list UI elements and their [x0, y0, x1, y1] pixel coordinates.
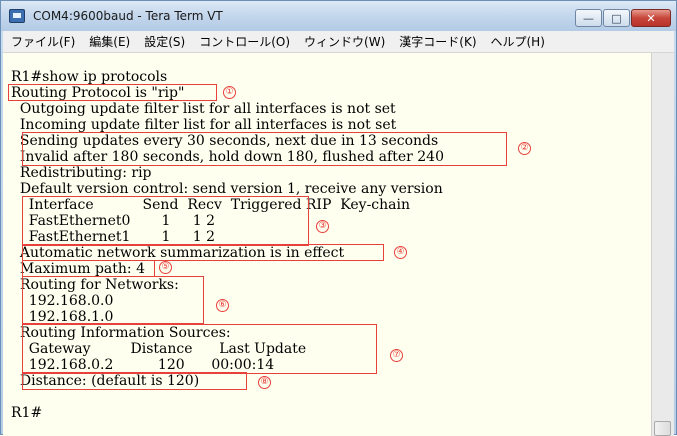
terminal-line: Routing Information Sources: [11, 325, 231, 341]
close-button[interactable]: ✕ [631, 9, 671, 27]
annotation-1: ① [223, 86, 236, 99]
terminal-line: Redistributing: rip [11, 165, 152, 181]
annotation-2: ② [518, 142, 531, 155]
window-title: COM4:9600baud - Tera Term VT [33, 9, 223, 23]
menu-control[interactable]: コントロール(O) [199, 35, 291, 49]
terminal-line: Routing for Networks: [11, 277, 179, 293]
menu-window[interactable]: ウィンドウ(W) [304, 35, 386, 49]
annotation-6: ⑥ [216, 299, 229, 312]
menu-kanji-code[interactable]: 漢字コード(K) [399, 35, 477, 49]
title-bar[interactable]: COM4:9600baud - Tera Term VT — □ ✕ [1, 1, 676, 31]
maximize-button[interactable]: □ [603, 9, 630, 27]
scrollbar-thumb[interactable] [654, 421, 671, 436]
minimize-button[interactable]: — [575, 9, 602, 27]
highlight-routing-protocol [8, 84, 217, 101]
terminal-line: Maximum path: 4 [11, 261, 145, 277]
terminal-line: R1#show ip protocols [11, 69, 168, 85]
annotation-3: ③ [316, 220, 329, 233]
highlight-auto-summary [22, 244, 384, 261]
terminal-line: 192.168.0.0 [11, 293, 114, 309]
terminal-line: Invalid after 180 seconds, hold down 180… [11, 149, 444, 165]
tera-term-icon[interactable] [9, 9, 25, 23]
highlight-information-sources [22, 324, 377, 374]
highlight-interfaces [22, 196, 309, 246]
vertical-scrollbar[interactable] [651, 53, 674, 436]
annotation-7: ⑦ [390, 349, 403, 362]
annotation-8: ⑧ [258, 376, 271, 389]
terminal-output[interactable]: R1#show ip protocols Routing Protocol is… [3, 53, 651, 436]
terminal-line: Interface Send Recv Triggered RIP Key-ch… [11, 197, 410, 213]
menu-help[interactable]: ヘルプ(H) [490, 35, 545, 49]
highlight-timers [22, 132, 507, 166]
terminal-line: Routing Protocol is "rip" [11, 85, 185, 101]
menu-bar: ファイル(F) 編集(E) 設定(S) コントロール(O) ウィンドウ(W) 漢… [3, 31, 674, 53]
menu-edit[interactable]: 編集(E) [89, 35, 131, 49]
terminal-line: 192.168.1.0 [11, 309, 114, 325]
annotation-4: ④ [394, 246, 407, 259]
terminal-line: R1# [11, 405, 43, 421]
menu-setup[interactable]: 設定(S) [144, 35, 186, 49]
terminal-line: Outgoing update filter list for all inte… [11, 101, 396, 117]
terminal-line: Distance: (default is 120) [11, 373, 200, 389]
terminal-line: FastEthernet1 1 1 2 [11, 229, 215, 245]
terminal-line: Automatic network summarization is in ef… [11, 245, 345, 261]
highlight-networks [22, 276, 204, 324]
annotation-5: ⑤ [159, 261, 172, 274]
terminal-line: Default version control: send version 1,… [11, 181, 443, 197]
highlight-distance [22, 372, 247, 390]
terminal-line: Gateway Distance Last Update [11, 341, 307, 357]
menu-file[interactable]: ファイル(F) [11, 35, 76, 49]
terminal-line: 192.168.0.2 120 00:00:14 [11, 357, 275, 373]
terminal-line: Incoming update filter list for all inte… [11, 117, 397, 133]
terminal-line: Sending updates every 30 seconds, next d… [11, 133, 439, 149]
terminal-line: FastEthernet0 1 1 2 [11, 213, 215, 229]
highlight-maximum-path [22, 260, 155, 277]
